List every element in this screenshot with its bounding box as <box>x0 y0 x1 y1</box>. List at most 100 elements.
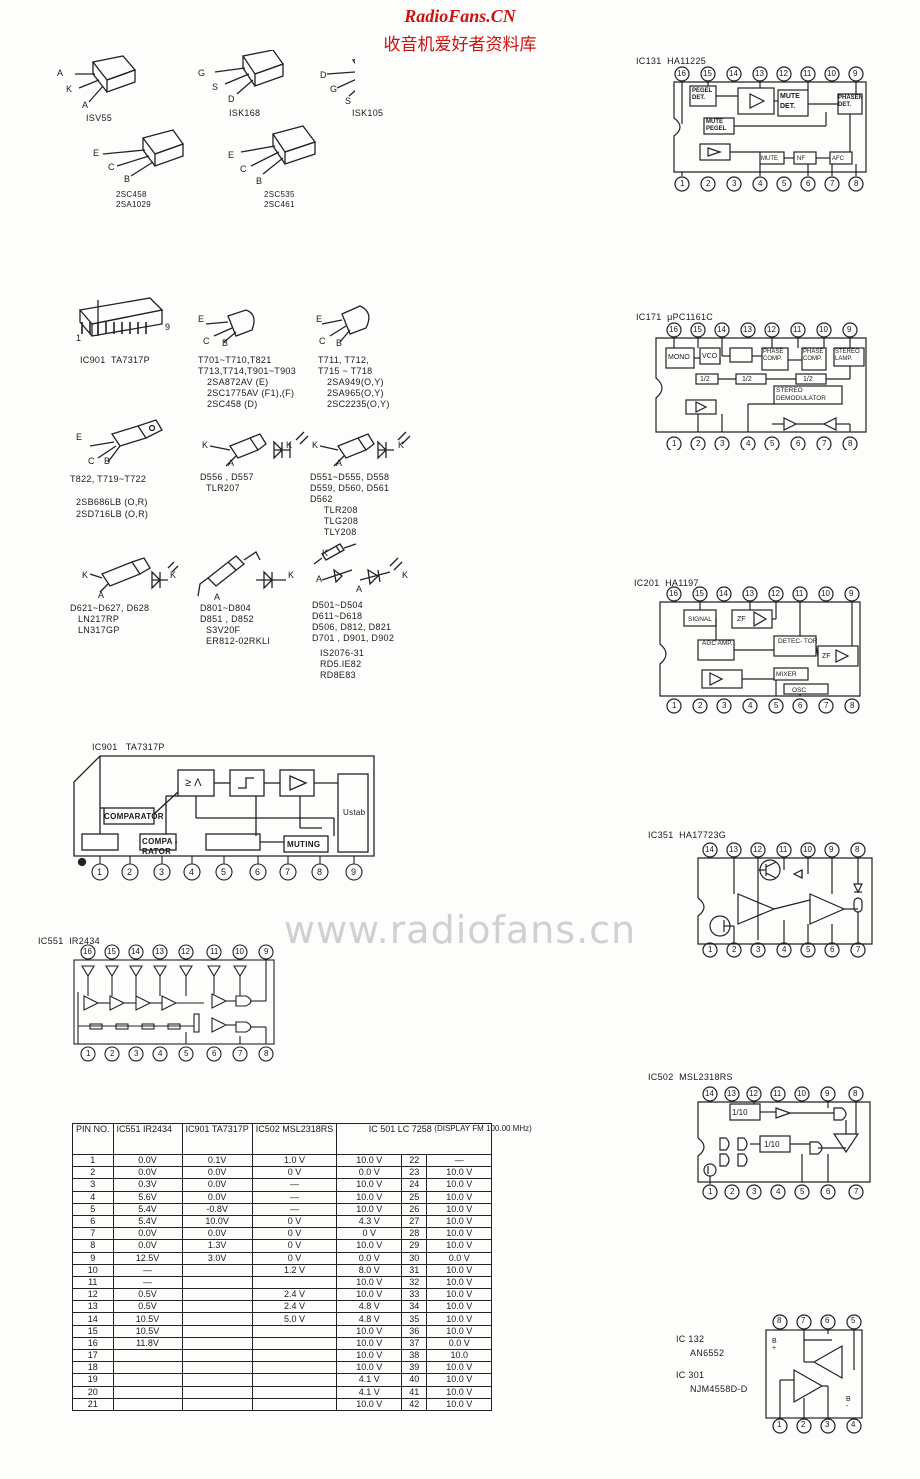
ic131-nf: NF <box>797 156 805 162</box>
2sc535-pin-c: C <box>240 164 247 174</box>
t701-pin-b: B <box>222 338 229 348</box>
t711-pin-e: E <box>316 314 323 324</box>
d801-package <box>197 551 286 597</box>
ic171-stereo-lamp: STEREO LAMP. <box>835 349 860 362</box>
ic131-phasen-det: PHASEN DET. <box>838 95 864 108</box>
t711-line-1: T711, T712, <box>318 355 369 365</box>
cell-ic501-right: 10.0 V <box>426 1300 493 1314</box>
cell-pin: 10 <box>72 1263 114 1277</box>
cell-ic551: 0.0V <box>112 1166 183 1180</box>
cell-ic901: -0.8V <box>181 1202 253 1216</box>
cell-pin: 3 <box>72 1178 114 1192</box>
ic502-pin-7: 7 <box>854 1187 859 1196</box>
ic131-pin-5: 5 <box>782 179 787 188</box>
ic131-pin-15: 15 <box>703 69 712 78</box>
cell-ic501-pin: 39 <box>401 1361 428 1375</box>
t822-line-3: 2SB686LB (O,R) <box>76 497 148 507</box>
ic201-mixer: MIXER <box>776 671 797 678</box>
cell-ic551 <box>112 1373 183 1387</box>
cell-ic501-right: 10.0 V <box>426 1227 493 1241</box>
cell-ic901 <box>181 1397 253 1411</box>
cell-ic501-pin: 32 <box>401 1275 428 1290</box>
cell-ic501-left: 10.0 V <box>336 1397 403 1411</box>
2sc458-pin-b: B <box>124 174 131 184</box>
ic171-pin-12: 12 <box>767 325 776 334</box>
ic131-pin-12: 12 <box>779 69 788 78</box>
ic502-pin-12: 12 <box>749 1089 758 1098</box>
cell-ic501-pin: 34 <box>401 1300 428 1314</box>
cell-ic501-left: 10.0 V <box>336 1178 403 1192</box>
ic171-mono: MONO <box>668 354 690 361</box>
t701-line-5: 2SC458 (D) <box>207 399 258 409</box>
cell-ic901 <box>181 1385 253 1399</box>
ic132-pin-2: 2 <box>801 1420 806 1429</box>
ic351-pin-11: 11 <box>779 845 788 854</box>
ic131-pin-9: 9 <box>853 69 858 78</box>
cell-ic501-pin: 22 <box>401 1153 428 1168</box>
cell-ic901: 0.0V <box>181 1166 253 1180</box>
ic551-pin-4: 4 <box>158 1049 163 1058</box>
ic171-phase-comp-2: PHASE COMP. <box>803 349 824 362</box>
ic301-label: IC 301 <box>676 1370 705 1380</box>
ic502-pin-14: 14 <box>705 1089 714 1098</box>
ic131-mute-det: MUTE DET. <box>780 93 800 110</box>
cell-pin: 19 <box>72 1373 114 1387</box>
t711-line-4: 2SA965(O,Y) <box>327 388 384 398</box>
ic201-diagram <box>659 586 861 714</box>
cell-ic501-left: 4.3 V <box>336 1214 403 1229</box>
transistor-outlines-top <box>75 50 355 177</box>
cell-ic501-right: 10.0 V <box>426 1361 493 1375</box>
ic901-pin-5: 5 <box>221 867 227 877</box>
d551-line-3: D562 <box>310 494 333 504</box>
cell-ic501-pin: 42 <box>401 1397 428 1411</box>
ic132-diagram <box>765 1314 863 1434</box>
ic351-pin-14: 14 <box>705 845 714 854</box>
ic351-pin-7: 7 <box>856 945 861 954</box>
cell-ic501-left: 0.0 V <box>336 1251 403 1265</box>
ic551-bottom-pins <box>80 1046 274 1062</box>
cell-ic502: 2.4 V <box>251 1300 338 1314</box>
d501-line-3: D506, D812, D821 <box>312 622 392 632</box>
cell-ic551: 5.6V <box>112 1190 183 1204</box>
cell-ic501-pin: 41 <box>401 1385 428 1399</box>
cell-ic502 <box>251 1385 338 1399</box>
cell-ic551: 0.0V <box>112 1227 183 1241</box>
d621-line-2: LN217RP <box>78 614 120 624</box>
cell-pin: 18 <box>72 1361 114 1375</box>
d556-sym-k: K <box>286 440 293 450</box>
ic171-pin-10: 10 <box>819 325 828 334</box>
t822-pin-c: C <box>88 456 95 466</box>
isk168-pin-g: G <box>198 68 206 78</box>
ic901-pin-6: 6 <box>255 867 261 877</box>
cell-ic501-right: 10.0 V <box>426 1288 493 1302</box>
cell-ic502: 0 V <box>251 1251 338 1265</box>
d501-line-7: RD8E83 <box>320 670 356 680</box>
ic351-title: IC351 HA17723G <box>648 830 727 840</box>
cell-ic501-right: 10.0 V <box>426 1239 493 1253</box>
t822-pin-e: E <box>76 432 83 442</box>
cell-ic501-right: 10.0 V <box>426 1214 493 1229</box>
cell-pin: 8 <box>72 1239 114 1253</box>
ic131-pins <box>674 66 864 192</box>
ic201-pin-8: 8 <box>850 701 855 710</box>
header-ic502: IC502 MSL2318RS <box>251 1123 338 1155</box>
ic551-pin-13: 13 <box>155 947 164 956</box>
d551-package <box>319 431 411 467</box>
ic201-detector: DETEC- TOR <box>778 638 818 645</box>
d551-line-4: TLR208 <box>310 505 358 515</box>
ic171-pin-3: 3 <box>720 439 725 448</box>
ic131-pin-14: 14 <box>729 69 738 78</box>
ic131-title: IC131 HA11225 <box>636 56 707 66</box>
ic901-ustab: Ustab <box>343 808 366 817</box>
ic132-vee-label: B - <box>846 1396 851 1410</box>
d556-line-1: D556 , D557 <box>200 472 254 482</box>
cell-ic501-right: 10.0 V <box>426 1397 493 1411</box>
t701-line-2: T713,T714,T901~T903 <box>198 366 297 376</box>
